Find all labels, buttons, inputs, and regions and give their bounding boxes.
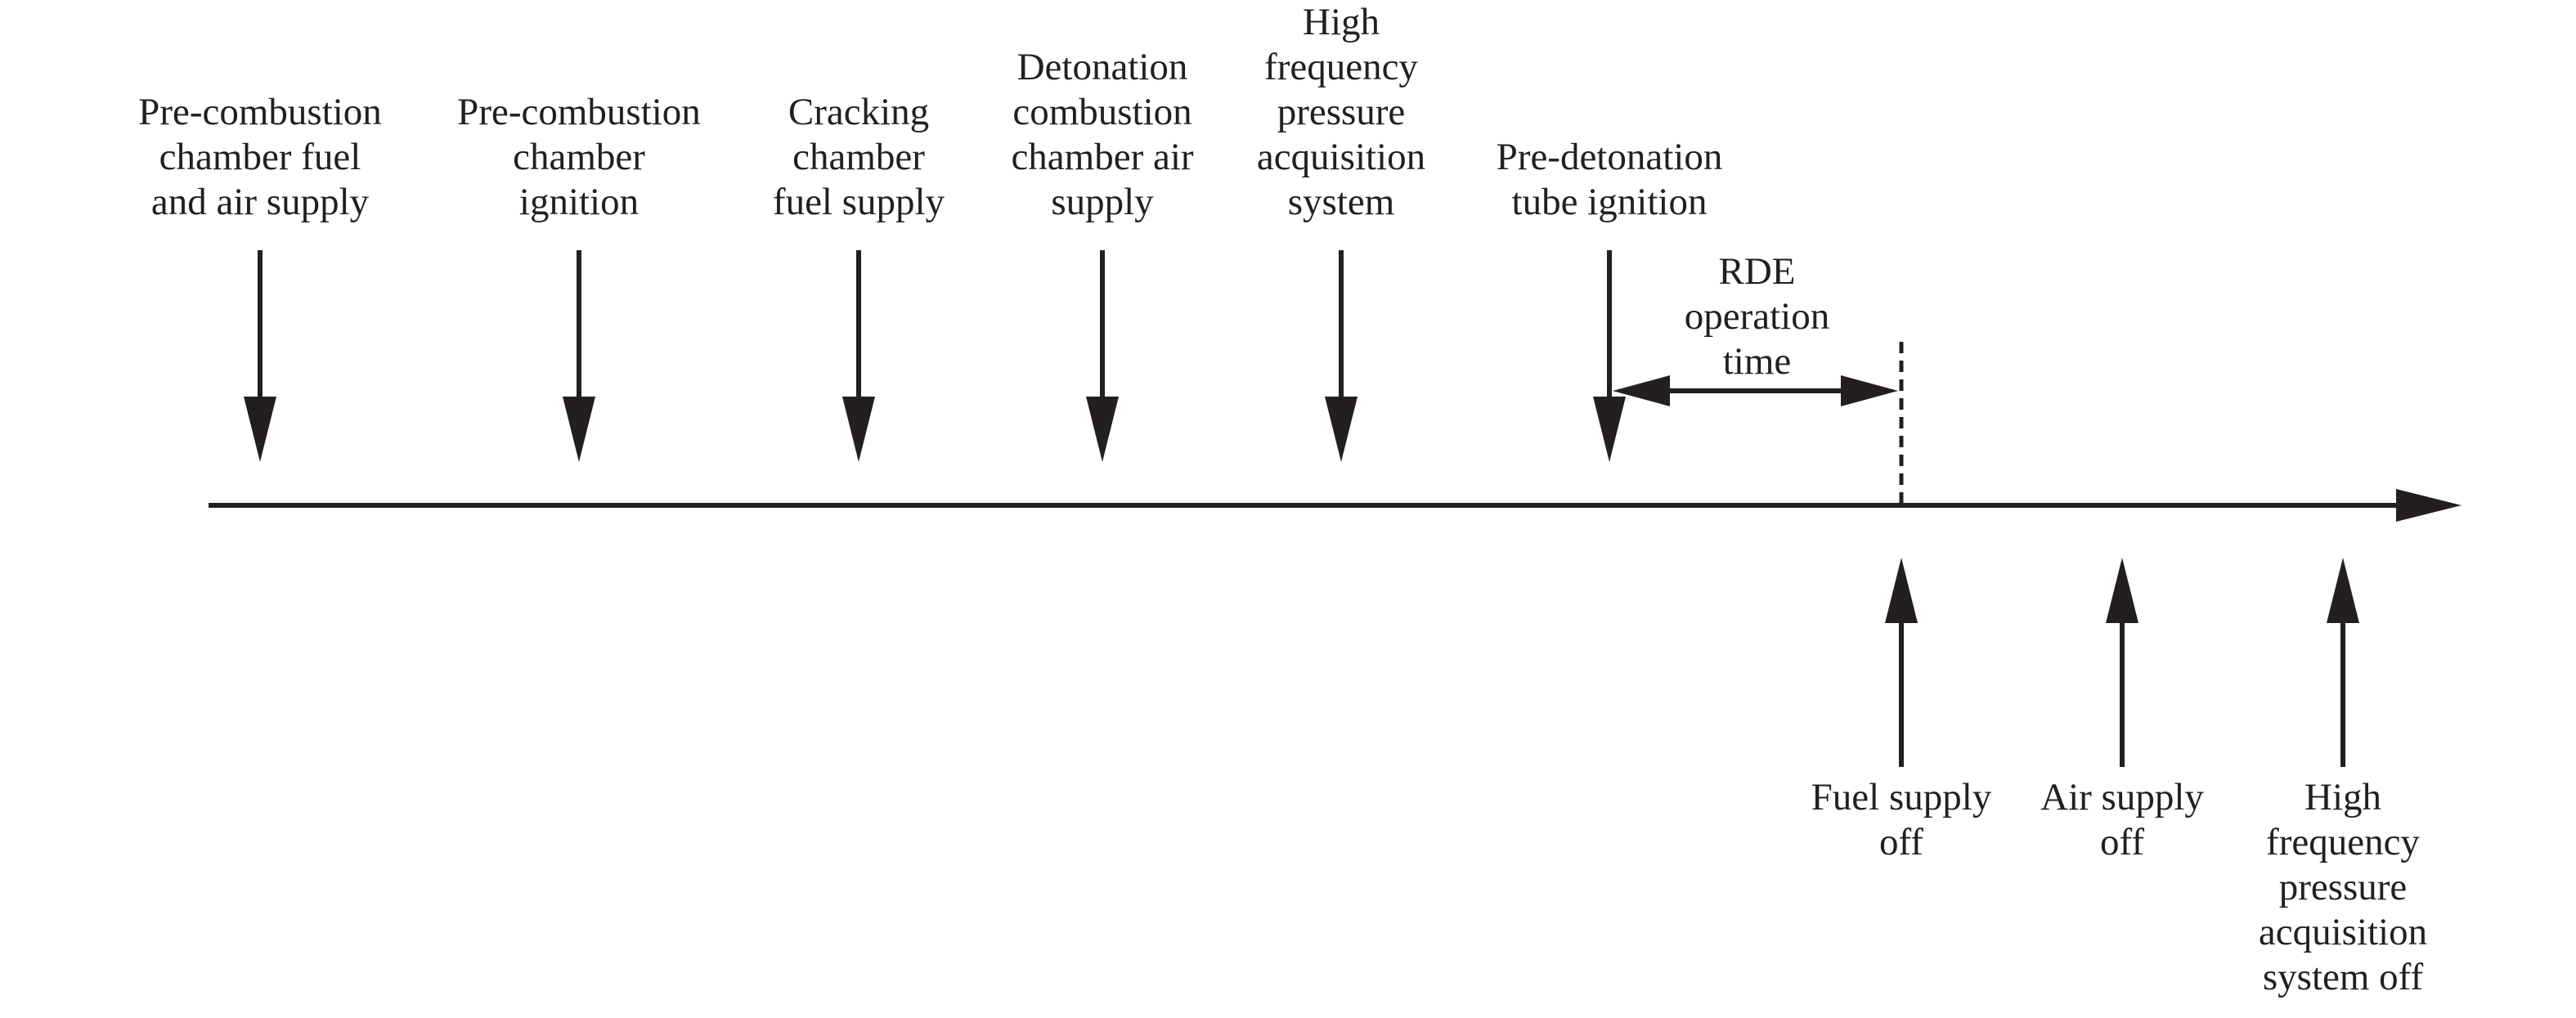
event-label-after-1-line: off: [1879, 821, 1923, 863]
event-arrow-before-1-head: [244, 397, 276, 462]
event-label-after-2-line: off: [2100, 821, 2144, 863]
event-label-before-5-line: system: [1287, 181, 1395, 223]
event-arrow-after-1-head: [1885, 558, 1918, 623]
operation-span-left-arrowhead: [1613, 375, 1670, 406]
event-label-before-6-line: Pre-detonation: [1496, 136, 1723, 178]
event-label-before-2-line: chamber: [513, 136, 645, 178]
event-label-after-3-line: acquisition: [2258, 911, 2428, 953]
event-label-before-4-line: Detonation: [1016, 46, 1188, 88]
event-label-after-3-line: frequency: [2266, 821, 2420, 863]
event-arrow-before-5-head: [1325, 397, 1358, 462]
event-arrow-before-3-head: [842, 397, 875, 462]
event-label-before-2-line: ignition: [518, 181, 640, 223]
event-label-before-4-line: supply: [1051, 181, 1154, 223]
operation-span-label-line: time: [1722, 340, 1792, 383]
event-arrow-after-2-head: [2106, 558, 2138, 623]
event-label-after-2-line: Air supply: [2040, 776, 2204, 818]
event-label-after-3-line: pressure: [2278, 866, 2408, 908]
event-arrow-before-6-head: [1593, 397, 1626, 462]
event-label-before-5-line: pressure: [1277, 91, 1406, 133]
event-arrow-before-4-head: [1086, 397, 1119, 462]
event-arrow-after-3-head: [2327, 558, 2359, 623]
event-label-before-4-line: chamber air: [1011, 136, 1194, 178]
operation-span-right-arrowhead: [1841, 375, 1898, 406]
time-axis-arrowhead: [2396, 489, 2462, 522]
event-label-before-5-line: acquisition: [1256, 136, 1426, 178]
event-label-before-3-line: chamber: [792, 136, 925, 178]
event-label-before-1-line: Pre-combustion: [138, 91, 382, 133]
event-label-after-3-line: system off: [2262, 956, 2424, 998]
event-label-before-1-line: and air supply: [150, 181, 370, 223]
operation-span-label-line: operation: [1684, 295, 1830, 338]
event-label-after-1-line: Fuel supply: [1811, 776, 1992, 818]
event-label-before-6-line: tube ignition: [1511, 181, 1708, 223]
event-label-before-1-line: chamber fuel: [159, 136, 361, 178]
event-label-before-3-line: Cracking: [788, 91, 930, 133]
operation-span-label-line: RDE: [1718, 250, 1796, 293]
event-label-before-4-line: combustion: [1012, 91, 1192, 133]
event-arrow-before-2-head: [563, 397, 595, 462]
event-label-before-5-line: High: [1303, 1, 1380, 43]
event-label-before-3-line: fuel supply: [772, 181, 945, 223]
event-label-before-5-line: frequency: [1264, 46, 1418, 88]
event-label-before-2-line: Pre-combustion: [457, 91, 701, 133]
event-label-after-3-line: High: [2304, 776, 2381, 818]
